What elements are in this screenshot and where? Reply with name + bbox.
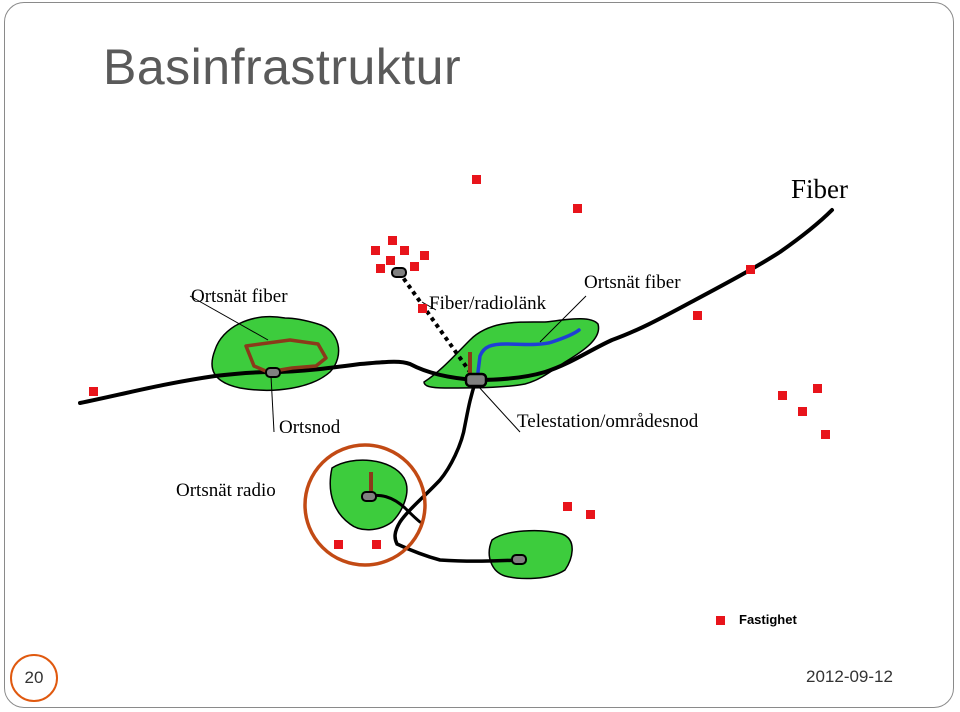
property-icon [420,251,429,260]
node-telestation[interactable] [464,372,488,388]
page-number: 20 [10,654,58,702]
fiber-branch-south [393,378,522,563]
property-icon [563,502,572,511]
red-square-icon [716,616,725,625]
property-icon [573,204,582,213]
property-icon [586,510,595,519]
pointer-ortsnod [270,375,275,433]
pointer-fiber-radiolank [421,301,437,311]
property-icon [334,540,343,549]
property-icon [89,387,98,396]
property-icon [386,256,395,265]
property-icon [388,236,397,245]
local-fiber-blue [476,328,581,374]
pointer-telestation [477,385,521,433]
pointer-ortsnat-fiber-right [539,295,587,343]
label-fiber-radiolank: Fiber/radiolänk [429,293,547,314]
property-icon [693,311,702,320]
slide-title: Basinfrastruktur [103,39,462,95]
property-icon [372,540,381,549]
property-icon [798,407,807,416]
area-bottom [488,529,573,580]
properties [89,175,830,549]
label-fiber: Fiber [791,174,848,204]
node-radiolink-top[interactable] [391,267,407,278]
property-icon [376,264,385,273]
radio-circle [303,443,427,567]
property-icon [778,391,787,400]
property-icon [371,246,380,255]
legend-fastighet: Fastighet [739,612,797,627]
label-telestation: Telestation/områdesnod [517,411,699,432]
property-icon [821,430,830,439]
pointer-ortsnat-fiber-left [189,295,269,341]
property-icon [410,262,419,271]
radiolink-dotted [397,270,472,374]
node-radio[interactable] [361,491,377,502]
label-ortsnat-fiber-right: Ortsnät fiber [584,272,681,293]
node-ortsnod[interactable] [265,367,281,378]
node-bottom[interactable] [511,554,527,565]
property-icon [472,175,481,184]
property-icon [813,384,822,393]
property-icon [418,304,427,313]
property-icon [746,265,755,274]
label-ortsnod: Ortsnod [279,417,341,438]
property-icon [400,246,409,255]
label-ortsnat-radio: Ortsnät radio [176,480,276,501]
slide-date: 2012-09-12 [806,667,893,686]
area-left [211,316,340,391]
fiber-branch-radio [366,493,422,524]
label-ortsnat-fiber-left: Ortsnät fiber [191,286,288,307]
local-fiber-loop [244,338,328,374]
